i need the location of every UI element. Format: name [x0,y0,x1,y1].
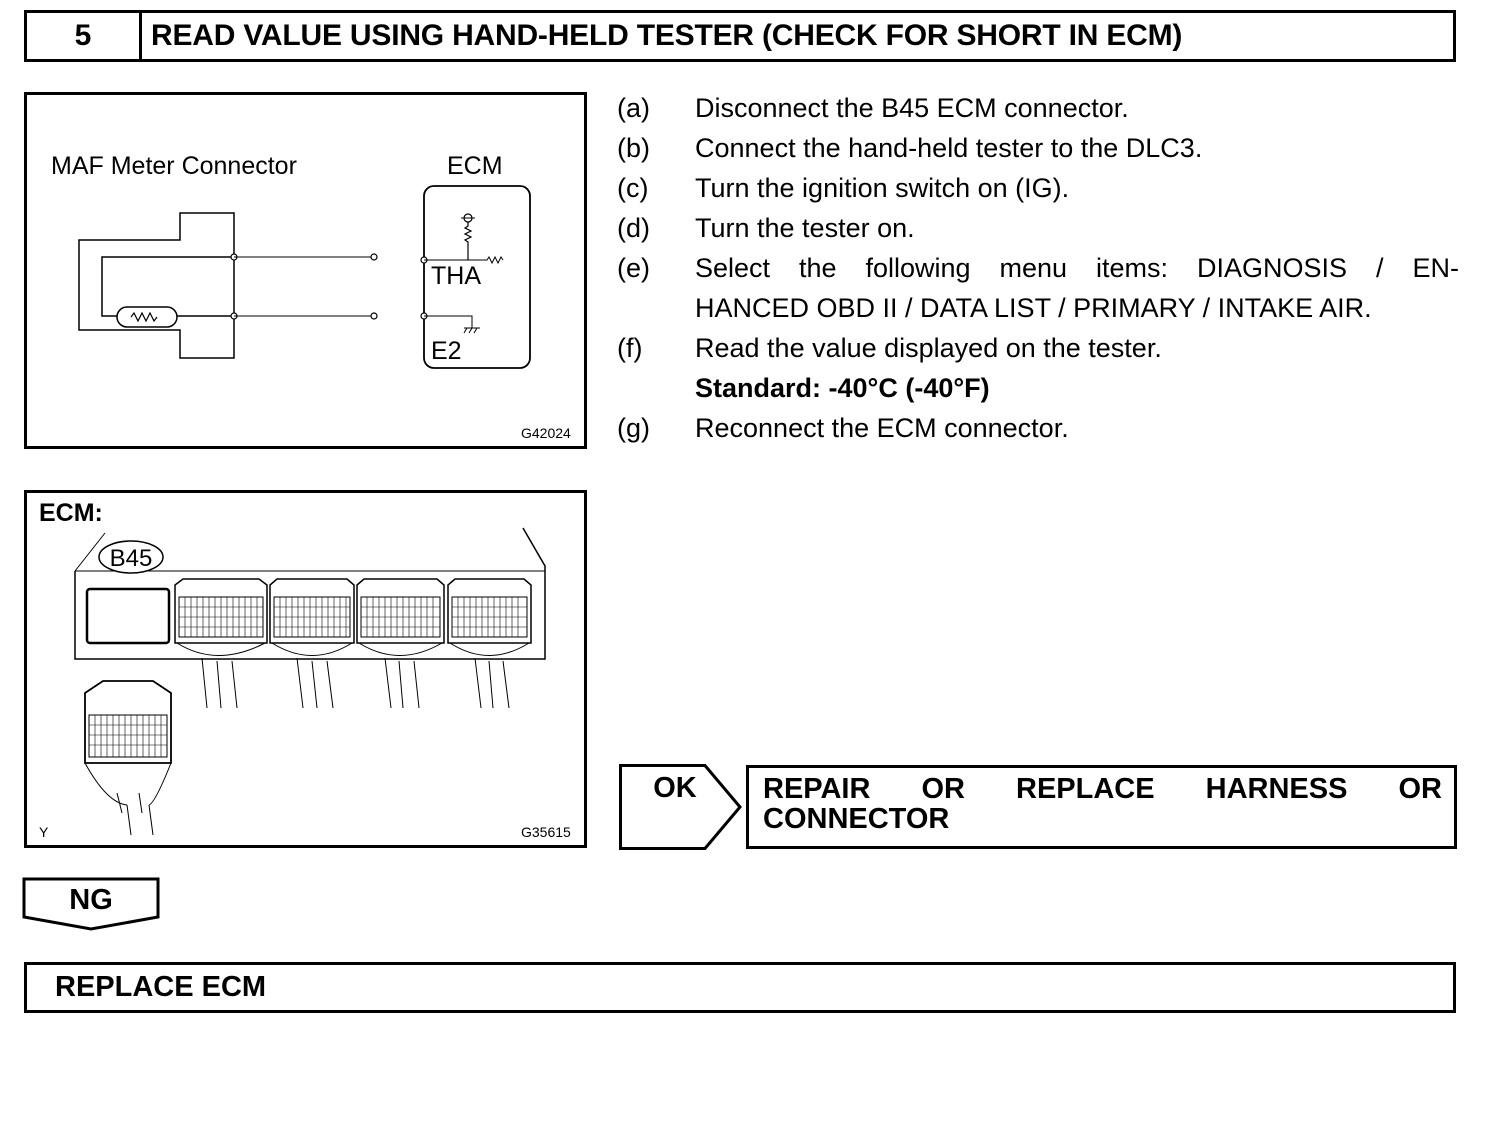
ecm-housing-edge [74,532,106,572]
list-item: (g) Reconnect the ECM connector. [617,408,1459,448]
connector-pins [89,715,167,757]
ecm-title-label: ECM: [39,499,103,527]
terminal-open-icon [370,253,378,261]
pullup-resistor-icon [463,222,473,260]
list-item: (a) Disconnect the B45 ECM connector. [617,88,1459,128]
list-item: (d) Turn the tester on. [617,208,1459,248]
connector-pin-grid [88,714,168,758]
b45-connector-disconnected [84,680,172,836]
wire-harness [358,642,443,709]
step-text: Reconnect the ECM connector. [695,413,1069,443]
ecm-housing-outline [74,527,546,660]
step-header: 5 READ VALUE USING HAND-HELD TESTER (CHE… [24,10,1456,62]
ecm-box [423,185,531,369]
step-text: Select the following menu items: DIAGNOS… [695,253,1459,283]
connector-pins [274,597,350,637]
step-label: (b) [617,133,650,163]
step-label: (d) [617,213,650,243]
connector-pins [361,597,440,637]
step-label: (a) [617,93,650,123]
step-label: (g) [617,413,650,443]
tha-terminal-label: THA [431,262,481,290]
connector-body [269,578,355,644]
ok-label: OK [653,772,697,804]
wire-harness [449,642,530,709]
step-text: Read the value displayed on the tester. [695,333,1162,363]
ng-result-box: REPLACE ECM [24,962,1456,1013]
step-text: Turn the tester on. [695,213,915,243]
step-text-continued: HANCED OBD II / DATA LIST / PRIMARY / IN… [695,293,1372,323]
step-label: (e) [617,253,650,283]
terminal-open-icon [370,312,378,320]
step-text: Turn the ignition switch on (IG). [695,173,1070,203]
resistor-zigzag-icon [130,311,158,323]
list-item: (b) Connect the hand-held tester to the … [617,128,1459,168]
b45-callout [98,540,164,574]
ecm-label: ECM [447,152,503,180]
step-title: READ VALUE USING HAND-HELD TESTER (CHECK… [151,19,1183,52]
step-text: Connect the hand-held tester to the DLC3… [695,133,1203,163]
ecm-connector-illustration: ECM: B45 [24,490,587,848]
maf-internal-wire [101,256,234,317]
ng-result-text: REPLACE ECM [55,971,267,1003]
ecm-connector-svg: ECM: B45 [39,499,571,840]
list-item-continuation: HANCED OBD II / DATA LIST / PRIMARY / IN… [617,288,1459,328]
connector-pins [179,597,263,637]
thermistor-icon [116,306,178,328]
step-number: 5 [27,13,142,59]
maf-connector-label: MAF Meter Connector [51,152,297,180]
ecm-connector-4 [447,578,532,709]
e2-ground-wire [424,315,473,328]
wiring-diagram: MAF Meter Connector ECM THA E2 G42024 [24,92,587,449]
standard-value-row: Standard: -40°C (-40°F) [617,368,1459,408]
ecm-connector-2 [269,578,355,709]
ok-result-box: REPAIR OR REPLACE HARNESS OR CONNECTOR [746,765,1457,849]
ok-arrow-icon [619,764,742,850]
figure-code: G35615 [521,824,571,840]
ng-label: NG [69,884,113,916]
connector-pins [452,597,527,637]
step-text: Disconnect the B45 ECM connector. [695,93,1129,123]
ng-arrow-icon [22,877,160,931]
wire-harness [271,642,353,709]
maf-connector-outline [78,212,235,359]
ground-icon [463,327,480,334]
connector-body [84,680,172,764]
corner-mark: Y [39,824,49,840]
blank-connector-cover [85,587,171,645]
standard-value: Standard: -40°C (-40°F) [695,373,990,403]
wire-harness [176,642,266,709]
step-label: (c) [617,173,649,203]
list-item: (e) Select the following menu items: DIA… [617,248,1459,288]
procedure-steps: (a) Disconnect the B45 ECM connector. (b… [617,88,1459,448]
e2-terminal-label: E2 [431,337,462,365]
connector-body [447,578,532,644]
wiring-diagram-svg: MAF Meter Connector ECM THA E2 G42024 [51,152,571,441]
tha-input-wire [424,255,504,265]
figure-code: G42024 [521,425,571,441]
step-label: (f) [617,333,643,363]
b45-callout-label: B45 [110,545,153,572]
wire-harness [84,762,172,836]
list-item: (c) Turn the ignition switch on (IG). [617,168,1459,208]
ok-result-line1: REPAIR OR REPLACE HARNESS OR [763,773,1442,805]
list-item: (f) Read the value displayed on the test… [617,328,1459,368]
ecm-connector-1 [174,578,268,709]
ecm-connector-3 [356,578,445,709]
ok-result-line2: CONNECTOR [763,803,950,835]
connector-body [356,578,445,644]
